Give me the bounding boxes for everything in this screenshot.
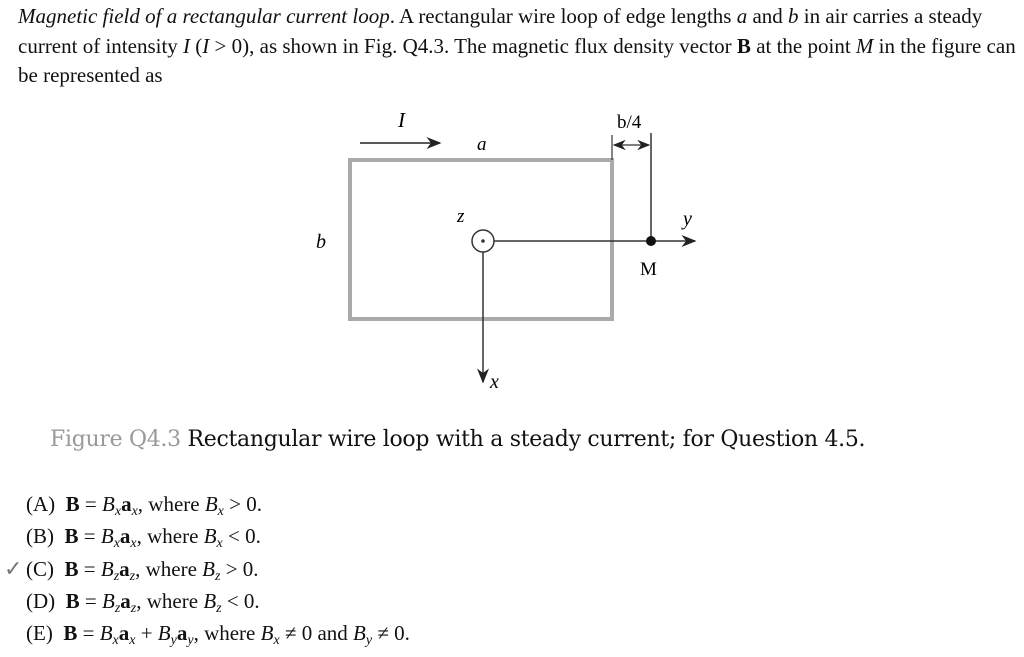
option-text: ≠ 0. xyxy=(372,621,410,646)
option-text: x xyxy=(216,536,223,552)
option-text: , where xyxy=(135,556,203,581)
text: and xyxy=(747,4,789,28)
option-text: B xyxy=(202,556,215,581)
option-text: B xyxy=(353,621,366,646)
option-text: B xyxy=(102,588,115,613)
z-axis-dot xyxy=(481,239,485,243)
text: at the point xyxy=(750,33,856,58)
option-text: B xyxy=(204,492,218,516)
option-text: , where xyxy=(136,588,204,613)
var: I xyxy=(202,33,210,58)
option-text: , where xyxy=(137,492,205,516)
option-text: x xyxy=(112,633,119,649)
option-text: + xyxy=(135,621,158,646)
option-text: x xyxy=(114,504,122,519)
option-text: > 0. xyxy=(223,492,262,516)
point-m xyxy=(646,236,656,246)
option-text: (D) xyxy=(26,588,66,613)
answer-option[interactable]: (E) B = Bxax + Byay, where Bx ≠ 0 and By… xyxy=(8,617,410,649)
label-x: x xyxy=(489,371,499,393)
var: a xyxy=(736,4,748,28)
label-b: b xyxy=(316,231,326,253)
option-text: a xyxy=(119,556,130,581)
answer-option[interactable]: (A) B = Bxax, where Bx > 0. xyxy=(8,488,410,520)
option-text: a xyxy=(176,621,188,646)
option-text: > 0. xyxy=(220,556,259,581)
option-text: = xyxy=(77,621,100,646)
option-text: z xyxy=(113,568,120,584)
option-text: x xyxy=(217,504,224,519)
option-text: y xyxy=(187,633,194,649)
option-text: ≠ 0 and xyxy=(279,621,354,646)
option-text: , where xyxy=(193,621,261,646)
label-a: a xyxy=(477,134,487,155)
option-text: B xyxy=(260,621,274,646)
option-text: , where xyxy=(136,524,204,549)
option-text: x xyxy=(273,633,280,649)
var: b xyxy=(788,4,799,28)
option-text: B xyxy=(157,621,171,646)
question-text: Magnetic field of a rectangular current … xyxy=(18,2,1018,91)
checkmark-icon: ✓ xyxy=(4,555,23,581)
option-text: B xyxy=(100,556,114,581)
option-text: < 0. xyxy=(221,588,260,613)
option-text: B xyxy=(63,621,78,646)
option-text: z xyxy=(214,568,221,584)
option-text: x xyxy=(131,504,138,519)
label-b-quarter: b/4 xyxy=(617,112,642,133)
option-text: B xyxy=(64,524,79,549)
option-text: B xyxy=(99,621,113,646)
option-text: y xyxy=(365,633,373,649)
answer-option[interactable]: (D) B = Bzaz, where Bz < 0. xyxy=(8,585,410,617)
option-text: = xyxy=(79,492,103,516)
option-text: (E) xyxy=(26,621,64,646)
answer-options: (A) B = Bxax, where Bx > 0.(B) B = Bxax,… xyxy=(4,488,410,649)
option-text: B xyxy=(100,524,114,549)
text: . A rectangular wire loop of edge length… xyxy=(389,4,737,28)
option-text: a xyxy=(118,621,130,646)
option-text: a xyxy=(121,492,132,516)
option-text: z xyxy=(114,600,121,616)
option-text: < 0. xyxy=(222,524,261,549)
answer-option[interactable]: ✓(C) B = Bzaz, where Bz > 0. xyxy=(4,553,410,585)
option-text: (B) xyxy=(26,524,65,549)
var: I xyxy=(183,33,191,58)
option-text: x xyxy=(129,633,136,649)
label-y: y xyxy=(681,208,692,230)
answer-option[interactable]: (B) B = Bxax, where Bx < 0. xyxy=(8,520,410,552)
label-M: M xyxy=(640,259,657,280)
option-text: (C) xyxy=(26,556,65,581)
option-text: z xyxy=(216,600,222,616)
wire-loop xyxy=(348,158,614,321)
caption-label: Figure Q4.3 xyxy=(50,427,181,452)
text: in air carries a steady current of inten… xyxy=(18,4,983,58)
question-title: Magnetic field of a rectangular current … xyxy=(18,4,390,28)
option-text: B xyxy=(65,492,80,516)
option-text: B xyxy=(203,524,217,549)
option-text: (A) xyxy=(26,492,66,516)
option-text: = xyxy=(79,588,103,613)
label-I: I xyxy=(397,108,406,132)
option-text: = xyxy=(78,524,101,549)
option-text: x xyxy=(113,536,120,552)
option-text: a xyxy=(120,588,131,613)
text: in the figure can be represented as xyxy=(18,33,1016,88)
text: ( xyxy=(190,33,203,58)
caption-text: Rectangular wire loop with a steady curr… xyxy=(180,427,866,452)
option-text: B xyxy=(64,556,79,581)
option-text: z xyxy=(129,568,136,584)
option-text: x xyxy=(130,536,137,552)
option-text: y xyxy=(170,633,177,649)
option-text: B xyxy=(102,492,115,516)
var: B xyxy=(736,33,751,58)
option-text: B xyxy=(65,588,80,613)
text: > 0), as shown in Fig. Q4.3. The magneti… xyxy=(209,33,737,58)
figure-caption: Figure Q4.3 Rectangular wire loop with a… xyxy=(50,427,866,452)
option-text: B xyxy=(203,588,217,613)
label-z: z xyxy=(456,206,465,227)
option-text: z xyxy=(130,600,137,616)
var: M xyxy=(855,33,874,58)
option-text: a xyxy=(119,524,131,549)
option-text: = xyxy=(78,556,101,581)
